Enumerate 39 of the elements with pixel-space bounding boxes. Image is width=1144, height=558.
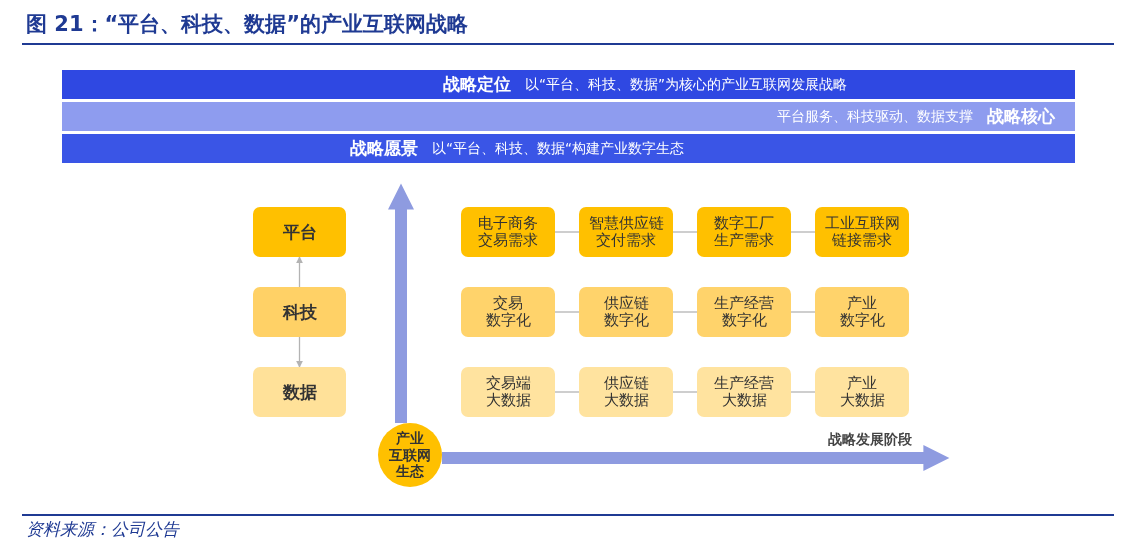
connector-line [554,231,580,233]
source-note: 资料来源：公司公告 [26,518,179,541]
ecosystem-circle: 产业互联网生态 [378,423,442,487]
band-heading: 战略定位 [443,73,511,96]
strategy-band [62,70,1075,99]
stage-box: 科技 [253,287,346,337]
connector-line [672,391,698,393]
band-text: 以“平台、科技、数据“构建产业数字生态 [432,139,684,158]
connector-line [554,311,580,313]
strategy-band [62,102,1075,131]
stage-box: 智慧供应链交付需求 [579,207,673,257]
connector-line [554,391,580,393]
stage-box: 交易端大数据 [461,367,555,417]
stage-box: 生产经营数字化 [697,287,791,337]
connector-line [672,311,698,313]
stage-box: 产业大数据 [815,367,909,417]
figure-title: 图 21：“平台、科技、数据”的产业互联网战略 [26,11,469,38]
band-text: 以“平台、科技、数据”为核心的产业互联网发展战略 [525,75,847,94]
band-heading: 战略愿景 [350,137,418,160]
stage-box: 电子商务交易需求 [461,207,555,257]
arrow [296,256,303,288]
band-text: 平台服务、科技驱动、数据支撑 [777,107,973,126]
connector-line [790,231,816,233]
band-heading: 战略核心 [987,105,1055,128]
connector-line [790,391,816,393]
stage-box: 交易数字化 [461,287,555,337]
arrow [296,336,303,368]
strategy-band [62,134,1075,163]
axis-label: 战略发展阶段 [828,431,912,449]
stage-box: 供应链大数据 [579,367,673,417]
stage-box: 产业数字化 [815,287,909,337]
stage-box: 平台 [253,207,346,257]
stage-box: 数据 [253,367,346,417]
connector-line [790,311,816,313]
stage-box: 工业互联网链接需求 [815,207,909,257]
connector-line [672,231,698,233]
stage-box: 数字工厂生产需求 [697,207,791,257]
stage-box: 生产经营大数据 [697,367,791,417]
stage-box: 供应链数字化 [579,287,673,337]
